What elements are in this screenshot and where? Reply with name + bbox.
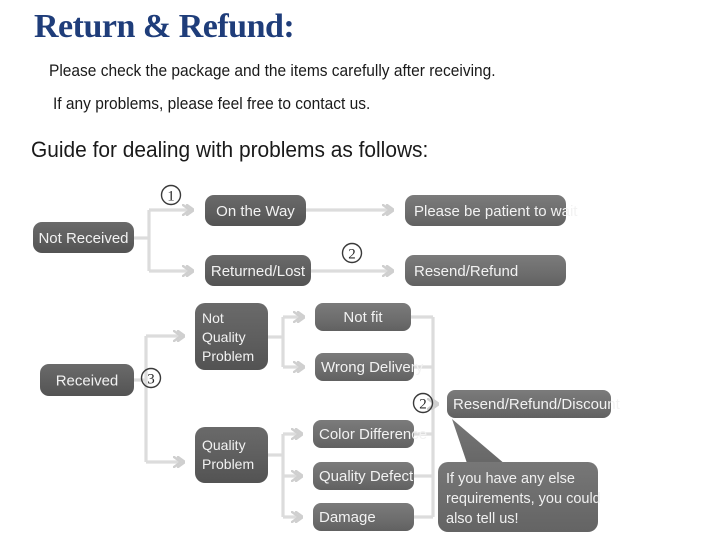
node-quality-defect: Quality Defect: [313, 462, 414, 490]
step-marker-2-top-label: 2: [348, 247, 356, 263]
step-marker-3: 3: [140, 367, 162, 389]
node-on-the-way: On the Way: [205, 195, 306, 226]
connector-group-collector: [411, 315, 437, 519]
step-marker-3-label: 3: [147, 372, 155, 388]
guide-heading: Guide for dealing with problems as follo…: [31, 137, 429, 162]
node-label-received: Received: [56, 373, 119, 390]
callout-line-3: also tell us!: [446, 511, 519, 527]
node-wrong-delivery: Wrong Delivery: [315, 353, 424, 381]
node-resend-refund-discount: Resend/Refund/Discount: [447, 390, 621, 418]
step-marker-2-top: 2: [341, 242, 363, 264]
connector-group-quality: [268, 434, 301, 517]
connector-group-not-received: [134, 210, 392, 271]
callout-line-1: If you have any else: [446, 471, 575, 487]
node-label-color-difference: Color Difference: [319, 426, 427, 443]
connector-group-not-quality: [268, 317, 303, 367]
connector-group-received: [134, 336, 183, 462]
step-marker-1-label: 1: [167, 189, 175, 205]
node-label-damage: Damage: [319, 509, 376, 526]
node-not-received: Not Received: [33, 222, 134, 253]
node-label-not-quality-problem-line2: Quality: [202, 329, 246, 345]
node-label-not-quality-problem-line3: Problem: [202, 348, 254, 364]
node-label-quality-problem-line1: Quality: [202, 437, 246, 453]
step-marker-2-bottom-label: 2: [419, 397, 427, 413]
node-label-on-the-way: On the Way: [216, 203, 295, 220]
node-label-quality-defect: Quality Defect: [319, 468, 414, 485]
node-label-resend-refund-discount: Resend/Refund/Discount: [453, 396, 621, 413]
node-color-difference: Color Difference: [313, 420, 427, 448]
intro-line-1: Please check the package and the items c…: [49, 62, 496, 80]
callout-bubble: If you have any else requirements, you c…: [438, 419, 601, 532]
node-damage: Damage: [313, 503, 414, 531]
node-received: Received: [40, 364, 134, 396]
node-label-not-fit: Not fit: [343, 309, 383, 326]
node-label-please-be-patient: Please be patient to wait: [414, 203, 578, 220]
node-label-not-quality-problem-line1: Not: [202, 310, 224, 326]
node-label-resend-refund: Resend/Refund: [414, 263, 518, 280]
node-label-not-received: Not Received: [38, 230, 128, 247]
node-quality-problem: Quality Problem: [195, 427, 268, 483]
node-resend-refund: Resend/Refund: [405, 255, 566, 286]
intro-line-2: If any problems, please feel free to con…: [53, 95, 371, 113]
step-marker-1: 1: [160, 184, 182, 206]
node-not-quality-problem: Not Quality Problem: [195, 303, 268, 370]
step-marker-2-bottom: 2: [412, 392, 434, 414]
node-label-quality-problem-line2: Problem: [202, 456, 254, 472]
node-label-returned-lost: Returned/Lost: [211, 263, 306, 280]
node-not-fit: Not fit: [315, 303, 411, 331]
callout-tail: [452, 419, 512, 472]
node-returned-lost: Returned/Lost: [205, 255, 311, 286]
page-title: Return & Refund:: [34, 8, 295, 45]
callout-line-2: requirements, you could: [446, 491, 601, 507]
callout-body: [438, 462, 598, 532]
node-please-be-patient: Please be patient to wait: [405, 195, 578, 226]
node-label-wrong-delivery: Wrong Delivery: [321, 359, 424, 376]
